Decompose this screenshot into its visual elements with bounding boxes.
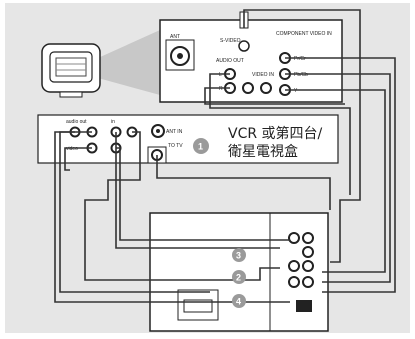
vcr-caption-line2: 衛星電視盒 <box>228 143 298 160</box>
tv-pb-label: Pb/Cb <box>294 72 308 78</box>
tv-audio-out-label: AUDIO OUT <box>216 58 244 64</box>
tv-pr-label: Pr/Cr <box>294 56 306 62</box>
vcr-video-label: video <box>66 146 78 152</box>
tv-video-in-label: VIDEO IN <box>252 72 274 78</box>
tv-icon <box>41 43 101 98</box>
step-badge-4: 4 <box>232 294 246 308</box>
cables <box>54 9 396 303</box>
step-badge-2: 2 <box>232 270 246 284</box>
tv-component-label: COMPONENT VIDEO IN <box>276 31 332 37</box>
vcr-audio-out-label: audio out <box>66 119 87 125</box>
tv-rear-panel: ANT S-VIDEO AUDIO OUT L R VIDEO IN COMPO… <box>159 11 343 103</box>
tv-svideo-label[interactable]: S-VIDEO <box>220 38 241 44</box>
step-badge-1: 1 <box>193 138 209 154</box>
tv-antenna-label: ANT <box>170 34 180 40</box>
svg-text:2: 2 <box>236 273 241 283</box>
vcr-to-tv-label: TO TV <box>168 143 183 149</box>
vcr-ant-in-label: ANT IN <box>166 129 183 135</box>
vcr-caption-line1: VCR 或第四台/ <box>228 125 323 142</box>
view-beam <box>98 30 160 95</box>
tv-l-label: L <box>219 72 222 78</box>
tv-r-label: R <box>219 86 223 92</box>
vcr-box: audio out video in ANT IN TO TV VCR 或第四台… <box>37 114 339 164</box>
tv-y-label: Y <box>294 88 298 94</box>
svg-text:3: 3 <box>236 251 241 261</box>
svg-text:4: 4 <box>236 297 241 307</box>
vcr-in-label: in <box>111 119 115 125</box>
svg-text:1: 1 <box>198 142 203 152</box>
step-badge-3: 3 <box>232 248 246 262</box>
